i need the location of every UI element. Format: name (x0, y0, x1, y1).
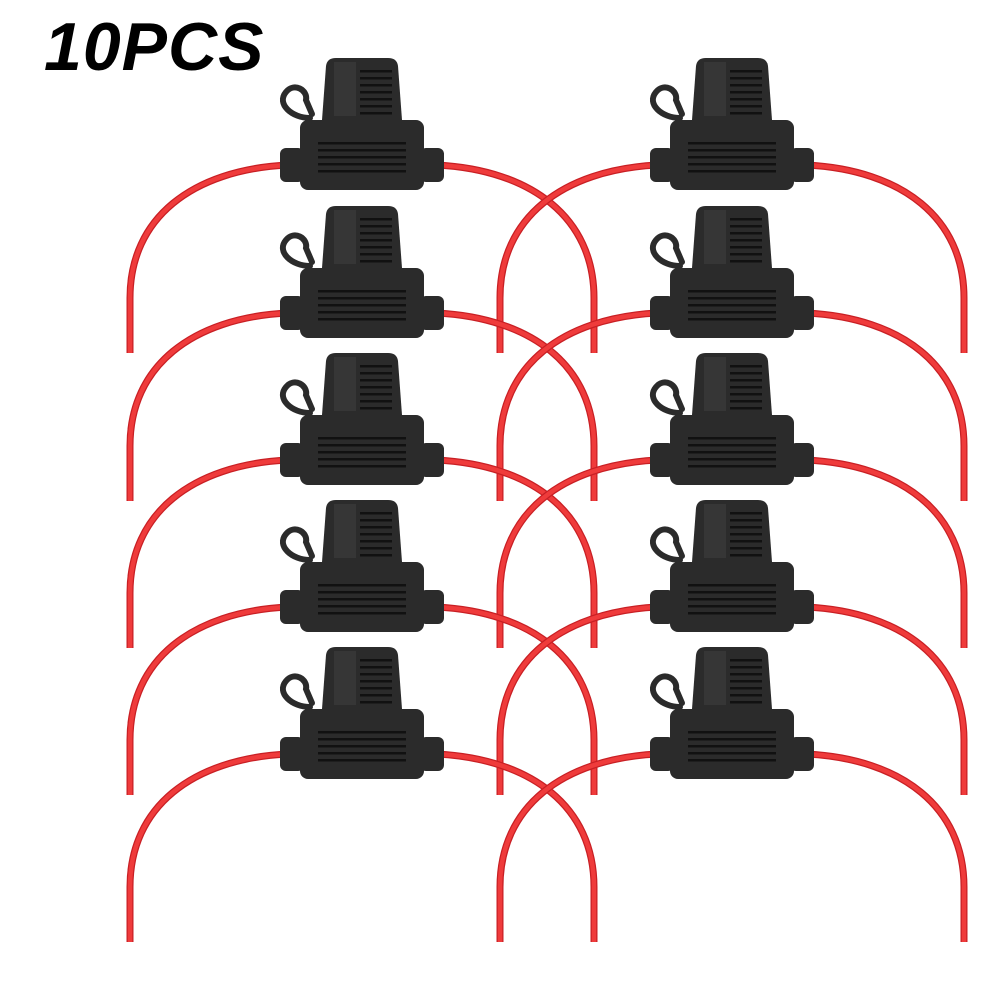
fuse-holder-icon (650, 647, 814, 779)
holder-layer (280, 58, 814, 779)
wire-layer (126, 161, 968, 942)
red-wire-icon (496, 456, 968, 648)
red-wire-icon (496, 309, 968, 501)
red-wire-icon (126, 456, 598, 648)
fuse-holder-icon (280, 500, 444, 632)
fuse-holder-icon (650, 58, 814, 190)
red-wire-icon (496, 750, 968, 942)
fuse-holder-icon (280, 647, 444, 779)
red-wire-icon (126, 750, 598, 942)
fuse-holder-icon (650, 353, 814, 485)
red-wire-icon (496, 161, 968, 353)
fuse-holder-icon (280, 58, 444, 190)
fuse-holder-icon (280, 353, 444, 485)
red-wire-icon (126, 309, 598, 501)
red-wire-icon (126, 161, 598, 353)
red-wire-icon (496, 603, 968, 795)
red-wire-icon (126, 603, 598, 795)
fuse-holder-icon (280, 206, 444, 338)
fuse-holder-icon (650, 500, 814, 632)
quantity-label: 10PCS (44, 9, 265, 85)
fuse-holder-icon (650, 206, 814, 338)
